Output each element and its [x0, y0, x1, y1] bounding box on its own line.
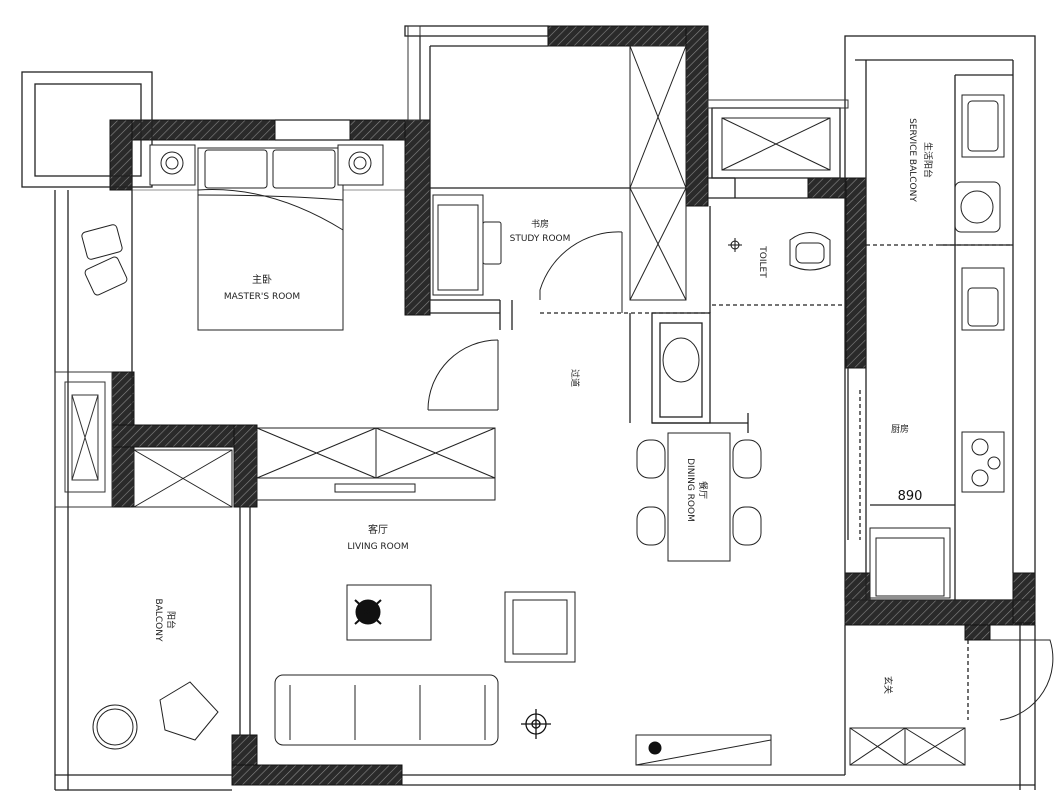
dining-cn-label: 餐厅 — [697, 481, 709, 499]
hall-label: 过道 — [569, 369, 581, 387]
living-en-label: LIVING ROOM — [347, 542, 408, 552]
balcony-cn-label: 阳台 — [165, 611, 177, 629]
plant-symbols — [354, 238, 742, 755]
furniture — [81, 94, 1005, 750]
dining-table — [667, 432, 731, 562]
kitchen-label: 厨房 — [891, 423, 909, 435]
target-symbol — [521, 709, 551, 739]
service-balcony-en-label: SERVICE BALCONY — [907, 118, 917, 202]
master-bedroom-cn-label: 主卧 — [252, 273, 272, 286]
sofa — [274, 674, 499, 746]
labels: 主卧 MASTER'S ROOM 书房 STUDY ROOM TOILET 过道… — [153, 118, 934, 694]
doors — [427, 231, 1054, 721]
study-cn-label: 书房 — [531, 218, 549, 230]
master-bedroom-en-label: MASTER'S ROOM — [224, 292, 300, 302]
study-en-label: STUDY ROOM — [510, 234, 571, 244]
living-cn-label: 客厅 — [368, 523, 388, 536]
balcony-en-label: BALCONY — [153, 599, 163, 642]
dining-en-label: DINING ROOM — [685, 458, 695, 522]
windows — [54, 25, 849, 508]
entrance-label: 玄关 — [882, 676, 894, 694]
wall-lines — [21, 25, 1036, 791]
toilet-label: TOILET — [757, 245, 767, 278]
structural-walls — [109, 25, 1036, 786]
service-balcony-cn-label: 生活阳台 — [922, 142, 934, 178]
cabinets — [133, 45, 966, 766]
dimension-label: 890 — [898, 489, 923, 504]
